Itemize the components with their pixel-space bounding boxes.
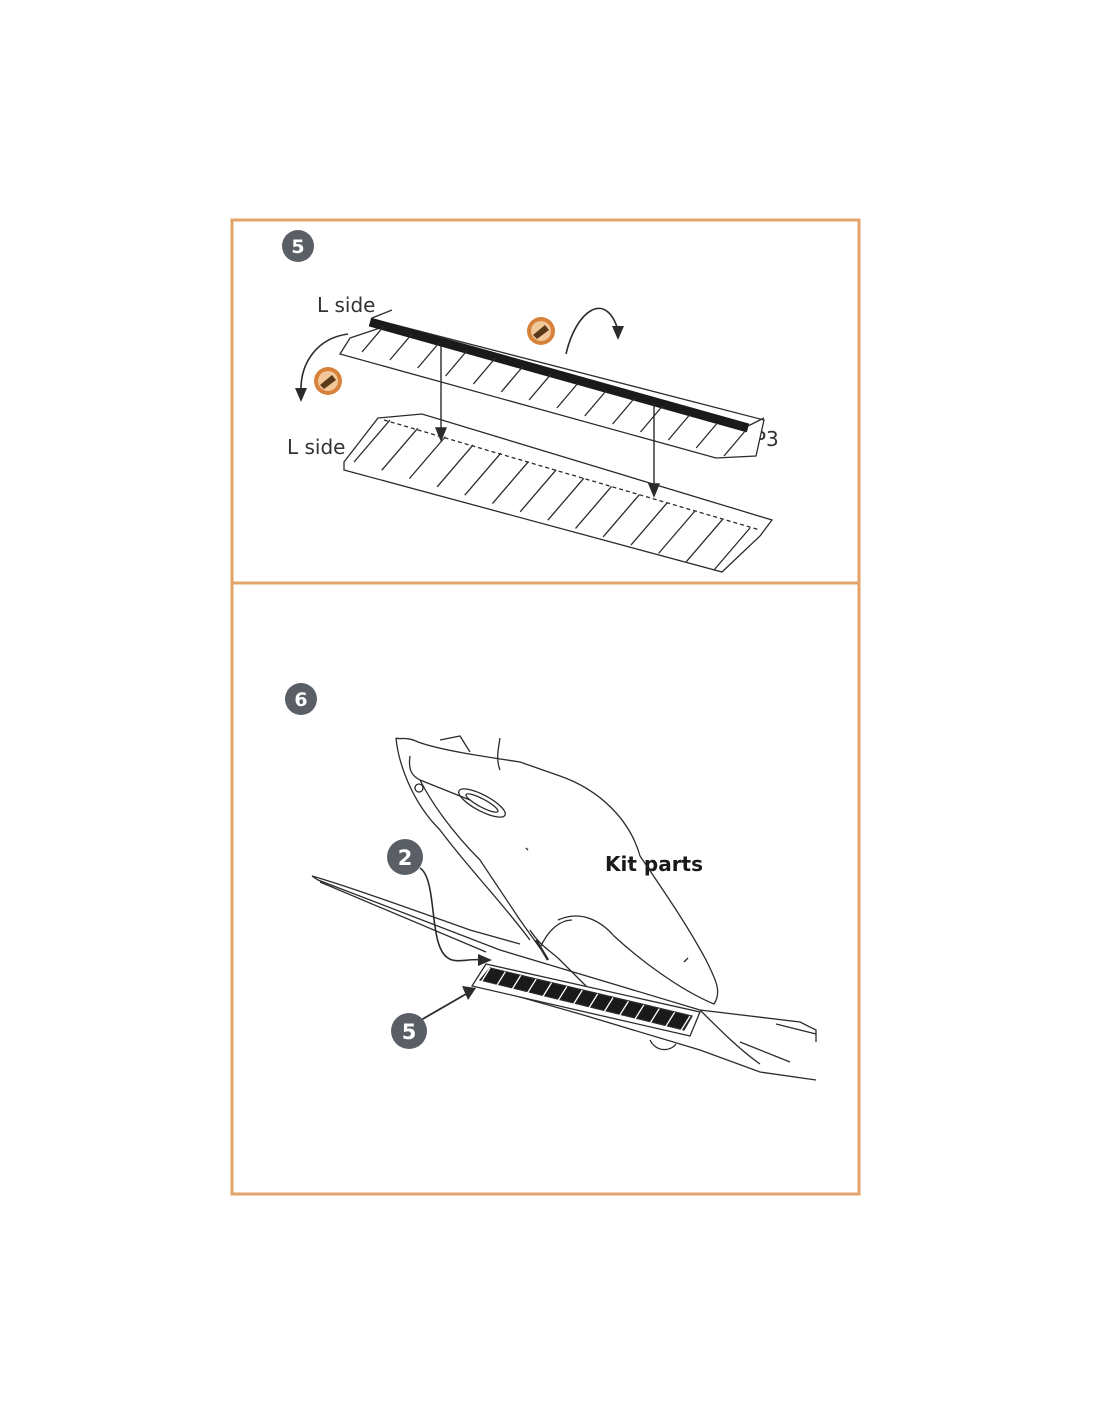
photo-etch-fret xyxy=(338,309,765,459)
installed-rib xyxy=(617,1000,630,1018)
fret-rib xyxy=(528,373,552,401)
flap-rib xyxy=(713,527,751,571)
flap-rib xyxy=(464,452,502,496)
step-6-frame xyxy=(230,581,861,1196)
bend-part-icon xyxy=(314,367,342,395)
flap-rib xyxy=(547,477,585,521)
placement-arrows xyxy=(434,346,661,498)
wing-drawing xyxy=(311,735,817,1081)
installed-rib xyxy=(664,1011,676,1029)
installed-rib xyxy=(556,986,568,1003)
installed-rib xyxy=(571,989,583,1007)
step-6-number: 6 xyxy=(294,689,307,711)
fret-rib xyxy=(695,421,719,449)
step-6-badge: 6 xyxy=(285,683,317,715)
flap-rib xyxy=(658,510,696,554)
fret-rib xyxy=(417,341,441,369)
installed-rib xyxy=(602,997,614,1014)
installed-rib xyxy=(633,1004,645,1022)
flap-rib xyxy=(353,419,391,463)
flap-rib xyxy=(381,427,419,471)
flap-rib xyxy=(519,469,557,513)
flap-rib xyxy=(602,494,640,538)
bend-arrowheads xyxy=(295,326,624,402)
callout-2-number: 2 xyxy=(398,846,413,870)
flap-rib xyxy=(630,502,668,546)
fret-rib xyxy=(612,397,636,425)
installed-flap xyxy=(470,963,701,1037)
installed-rib xyxy=(510,975,522,992)
fret-rib xyxy=(361,325,385,353)
callout-5: 5 xyxy=(391,986,476,1049)
label-l-side-bottom: L side xyxy=(287,435,345,459)
fret-rib xyxy=(639,405,663,433)
step-5-panel: 5 L side L side P3 xyxy=(230,218,861,585)
installed-rib xyxy=(648,1008,660,1025)
bend-arrows xyxy=(300,307,619,393)
flap-rib xyxy=(408,436,446,480)
flap-rib xyxy=(491,461,529,504)
bend-part-icon xyxy=(527,317,555,345)
flap-rib xyxy=(436,444,474,488)
flap-rib xyxy=(575,486,613,529)
installed-rib xyxy=(494,971,506,989)
flap-ribs xyxy=(353,419,751,571)
fret-rib xyxy=(584,389,608,417)
label-l-side-top: L side xyxy=(317,293,375,317)
fret-rib xyxy=(723,429,747,457)
step-5-badge: 5 xyxy=(282,230,314,262)
installed-rib xyxy=(587,993,599,1011)
callout-5-number: 5 xyxy=(402,1020,417,1044)
callout-2: 2 xyxy=(387,839,492,966)
installed-rib xyxy=(679,1015,691,1033)
fret-rib xyxy=(445,349,469,377)
fret-rib xyxy=(472,357,496,385)
installed-flap-ribs xyxy=(479,967,691,1033)
installed-rib xyxy=(540,982,553,1000)
fret-rib xyxy=(500,365,524,393)
label-kit-parts: Kit parts xyxy=(605,852,703,876)
step-6-panel: 6 Kit parts xyxy=(230,581,861,1196)
installed-rib xyxy=(479,967,491,985)
installed-rib xyxy=(525,978,537,996)
fret-rib xyxy=(667,413,691,441)
step-5-number: 5 xyxy=(291,236,304,258)
fret-ribs xyxy=(361,325,747,457)
flap-rib xyxy=(685,519,723,563)
fret-rib xyxy=(556,381,580,409)
kit-flap xyxy=(343,413,774,573)
fret-rib xyxy=(389,333,413,361)
